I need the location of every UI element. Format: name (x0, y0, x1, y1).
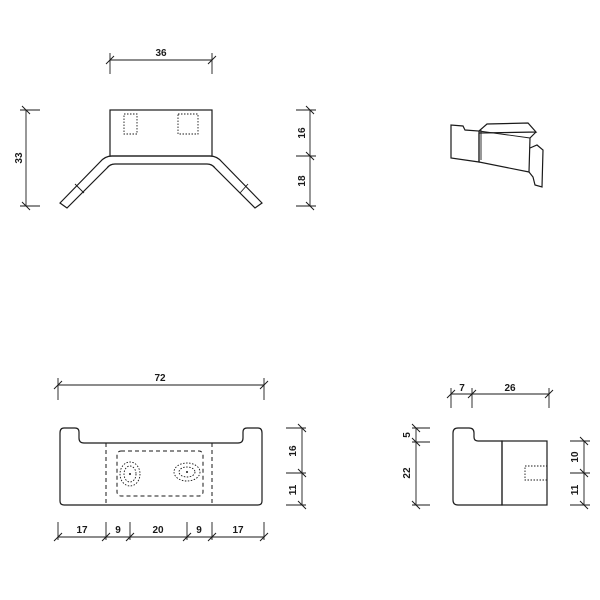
dim-22: 22 (402, 467, 413, 479)
dim-seg-2: 9 (115, 525, 121, 536)
dim-33: 33 (14, 152, 25, 164)
hidden-slot-left (124, 114, 137, 134)
side-hook (502, 441, 547, 505)
dim-10: 10 (570, 451, 581, 463)
dim-26: 26 (504, 383, 516, 394)
isometric-view (451, 123, 543, 187)
dim-72: 72 (154, 373, 166, 384)
front-view: 36 33 16 18 (14, 48, 316, 210)
dim-seg-5: 17 (232, 525, 244, 536)
dim-16-top: 16 (288, 445, 299, 457)
dim-7: 7 (459, 383, 465, 394)
dim-11-top: 11 (288, 484, 299, 495)
front-arm (60, 156, 262, 208)
dim-16-front: 16 (297, 127, 308, 139)
dim-seg-3: 20 (152, 525, 164, 536)
dim-seg-1: 17 (76, 525, 88, 536)
dim-seg-4: 9 (196, 525, 202, 536)
dim-18-front: 18 (297, 175, 308, 187)
hidden-slot-side (525, 466, 547, 480)
dim-36: 36 (155, 48, 167, 59)
hidden-slot-right (178, 114, 198, 134)
side-view: 7 26 5 22 10 11 (402, 383, 590, 509)
arm-tip-left (75, 184, 84, 193)
dim-11-side: 11 (570, 484, 581, 495)
top-view: 72 17 9 20 9 17 16 11 (54, 373, 306, 541)
dim-5: 5 (402, 432, 413, 438)
front-block (110, 110, 212, 156)
top-outline (60, 428, 262, 505)
side-base (453, 428, 502, 505)
